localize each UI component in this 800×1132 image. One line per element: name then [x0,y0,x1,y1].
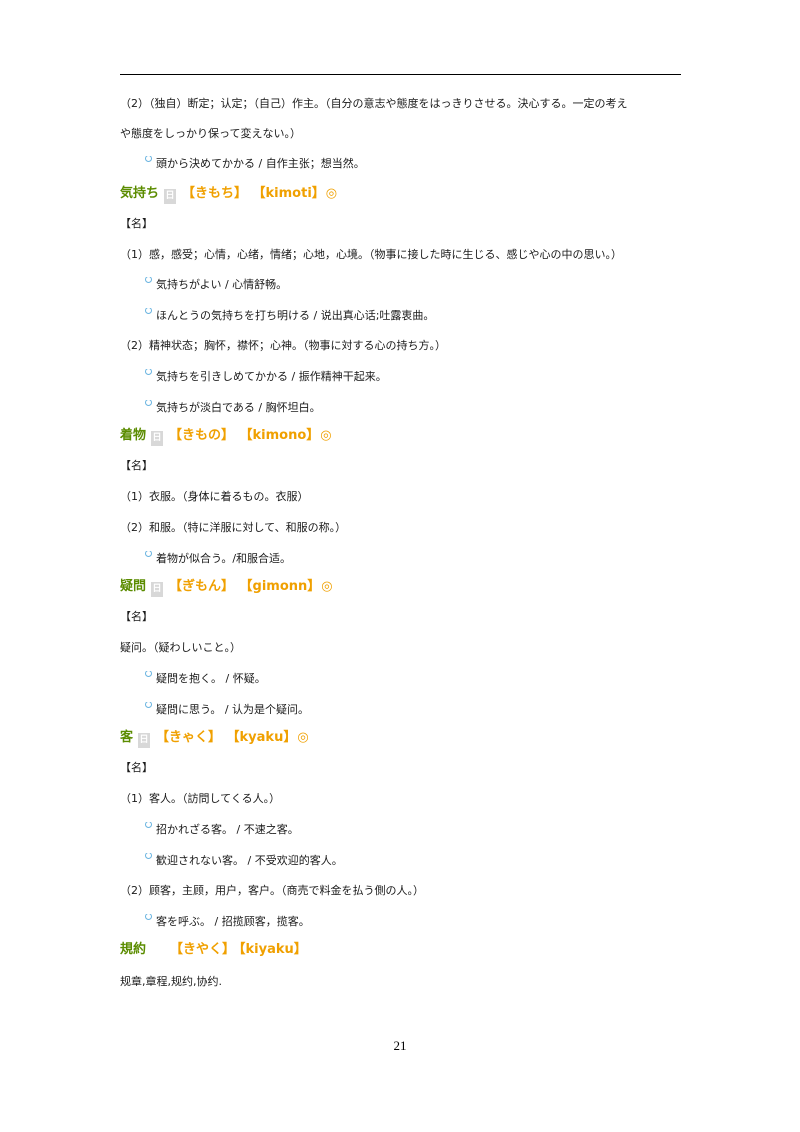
example-text: 気持ちを引きしめてかかる / 振作精神干起来。 [156,370,387,383]
example-text: 着物が似合う。/和服合适。 [156,552,292,565]
bullet-icon [145,308,152,314]
example: 気持ちがよい / 心情舒畅。 [120,277,690,293]
bullet-icon [145,400,152,406]
entry-romaji: 【kimono】 [246,428,320,443]
header-rule [120,74,681,75]
example-text: 疑問に思う。 / 认为是个疑问。 [156,703,310,716]
ri-badge-icon: 日 [151,431,164,446]
example-text: 頭から決めてかかる / 自作主张；想当然。 [156,157,365,170]
sense-1: 规章,章程,规约,协约. [120,975,222,988]
part-of-speech: 【名】 [120,217,153,230]
entry-reading: 【ぎもん】 [169,579,235,594]
bullet-icon [145,369,152,375]
intro-line-2: や態度をしっかり保って変えない。） [120,127,301,140]
entry-reading: 【きもの】 [169,428,235,443]
entry-word: 客 [120,730,134,745]
entry-word: 気持ち [120,186,160,201]
example: 気持ちが淡白である / 胸怀坦白。 [120,400,690,416]
example: 着物が似合う。/和服合适。 [120,551,690,567]
double-circle-icon: ◎ [320,428,332,443]
entry-word: 着物 [120,428,147,443]
entry-reading: 【きもち】 [182,186,248,201]
example-text: 疑問を抱く。 / 怀疑。 [156,672,266,685]
bullet-icon [145,551,152,557]
entry-head-gimon: 疑問日【ぎもん】【gimonn】◎ [120,577,690,597]
example: 歓迎されない客。 / 不受欢迎的客人。 [120,853,690,869]
intro-line-1: （2）（独自）断定；认定；（自己）作主。（自分の意志や態度をはっきりさせる。決心… [120,97,628,110]
bullet-icon [145,702,152,708]
entry-reading: 【きゃく】 [156,730,222,745]
bullet-icon [145,853,152,859]
ri-badge-icon: 日 [138,733,151,748]
example: 招かれざる客。 / 不速之客。 [120,822,690,838]
example-text: 気持ちがよい / 心情舒畅。 [156,278,288,291]
bullet-icon [145,914,152,920]
entry-romaji: 【kyaku】 [233,730,297,745]
sense-1: （1）感，感受；心情，心绪，情绪；心地，心境。（物事に接した時に生じる、感じや心… [120,248,622,261]
example: ほんとうの気持ちを打ち明ける / 说出真心话;吐露衷曲。 [120,308,690,324]
example: 気持ちを引きしめてかかる / 振作精神干起来。 [120,369,690,385]
sense-2: （2）顾客，主顾，用户，客户。（商売で料金を払う側の人。） [120,884,424,897]
sense-1: （1）衣服。（身体に着るもの。衣服） [120,490,309,503]
example-text: 招かれざる客。 / 不速之客。 [156,823,299,836]
entry-romaji: 【gimonn】 [246,579,321,594]
sense-2: （2）精神状态；胸怀，襟怀；心神。（物事に対する心の持ち方。） [120,339,446,352]
ri-badge-icon: 日 [164,189,177,204]
entry-romaji: 【kimoti】 [259,186,325,201]
example: 頭から決めてかかる / 自作主张；想当然。 [120,156,690,172]
double-circle-icon: ◎ [325,186,338,201]
double-circle-icon: ◎ [321,579,333,594]
entry-word: 疑問 [120,579,147,594]
part-of-speech: 【名】 [120,459,153,472]
bullet-icon [145,277,152,283]
entry-reading: 【きやく】 [170,942,236,957]
ri-badge-icon: 日 [151,582,164,597]
bullet-icon [145,671,152,677]
double-circle-icon: ◎ [297,730,309,745]
example: 疑問に思う。 / 认为是个疑问。 [120,702,690,718]
example: 疑問を抱く。 / 怀疑。 [120,671,690,687]
example: 客を呼ぶ。 / 招揽顾客，揽客。 [120,914,690,930]
example-text: ほんとうの気持ちを打ち明ける / 说出真心话;吐露衷曲。 [156,309,435,322]
sense-1: （1）客人。（訪問してくる人。） [120,792,281,805]
bullet-icon [145,156,152,162]
sense-1: 疑问。（疑わしいこと。） [120,641,241,654]
entry-head-kimono: 着物日【きもの】【kimono】◎ [120,426,690,446]
entry-head-kiyaku: 規約 【きやく】【kiyaku】 [120,940,690,960]
example-text: 歓迎されない客。 / 不受欢迎的客人。 [156,854,343,867]
entry-head-kyaku: 客日【きゃく】【kyaku】◎ [120,728,690,748]
example-text: 客を呼ぶ。 / 招揽顾客，揽客。 [156,915,310,928]
entry-word: 規約 [120,942,147,957]
part-of-speech: 【名】 [120,610,153,623]
dictionary-content: （2）（独自）断定；认定；（自己）作主。（自分の意志や態度をはっきりさせる。決心… [120,96,690,990]
part-of-speech: 【名】 [120,761,153,774]
entry-head-kimochi: 気持ち日【きもち】【kimoti】◎ [120,184,690,204]
sense-2: （2）和服。（特に洋服に対して、和服の称。） [120,521,347,534]
example-text: 気持ちが淡白である / 胸怀坦白。 [156,401,321,414]
page-number: 21 [393,1038,407,1053]
entry-romaji: 【kiyaku】 [239,942,307,957]
bullet-icon [145,822,152,828]
